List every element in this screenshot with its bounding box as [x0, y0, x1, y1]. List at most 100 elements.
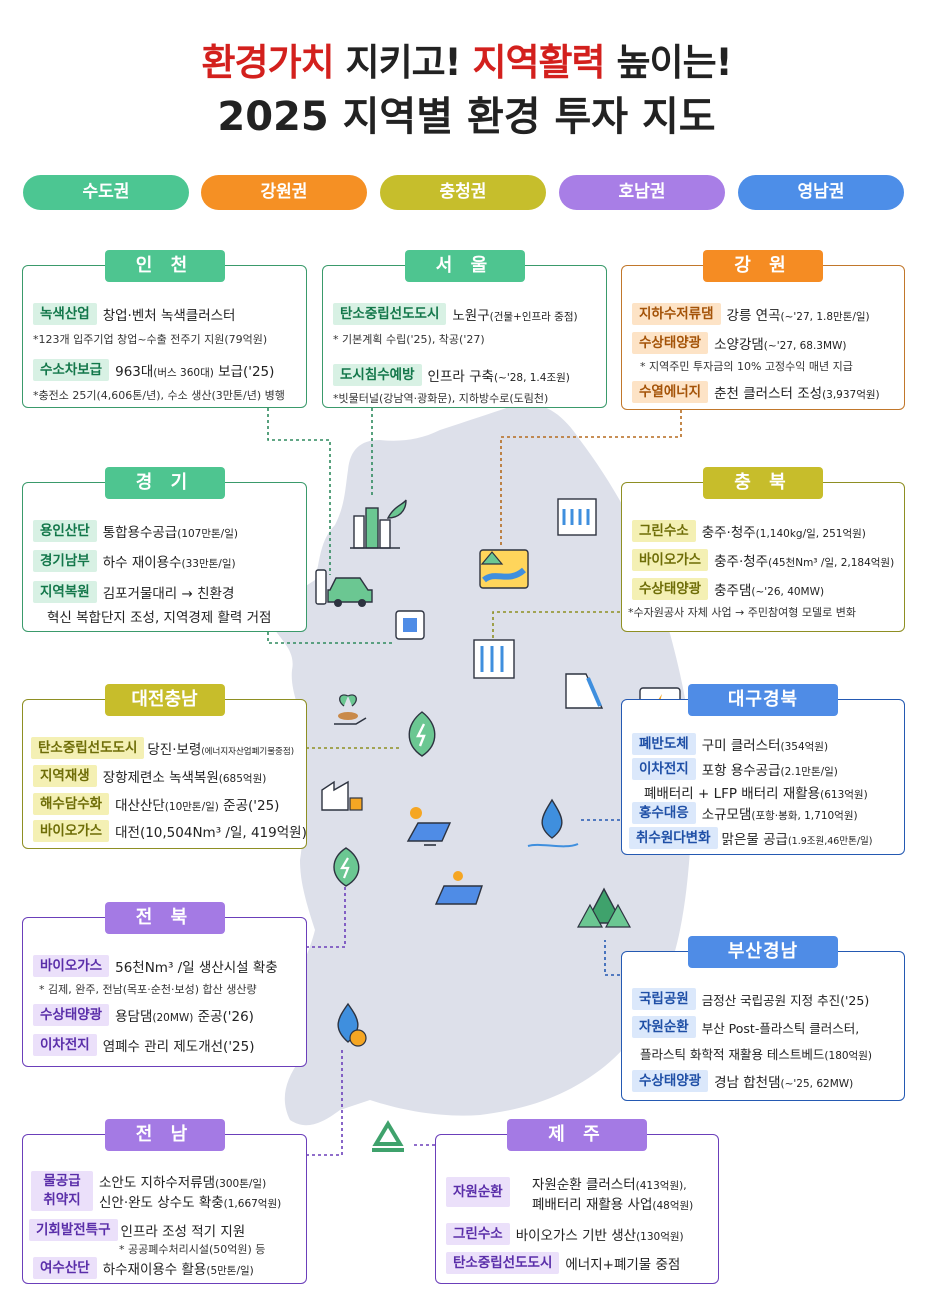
row-jeju-3: 탄소중립선도도시 에너지+폐기물 중점 — [446, 1252, 712, 1274]
card-title-gyeonggi: 경 기 — [104, 467, 225, 499]
text-daejeon-1-small: (에너지자산업폐기물중점) — [201, 747, 295, 757]
tag-green-hydrogen: 그린수소 — [632, 520, 696, 542]
factory-icon — [321, 780, 363, 811]
tag-yongin: 용인산단 — [33, 520, 97, 542]
tag-secondary-battery: 이차전지 — [33, 1034, 97, 1056]
text-daegu-4: 맑은물 공급 — [721, 832, 788, 848]
pine-tree-icon — [576, 887, 632, 928]
text-daegu-1: 구미 클러스터 — [701, 738, 781, 754]
tag-green-hydrogen: 그린수소 — [446, 1223, 510, 1245]
legend-yeongnam: 영남권 — [738, 175, 904, 210]
card-title-jeonnam: 전 남 — [104, 1119, 225, 1151]
text-gyeonggi-3: 김포거물대리 → 친환경 — [102, 586, 235, 602]
text-gyeonggi-3-cont: 혁신 복합단지 조성, 지역경제 활력 거점 — [47, 610, 272, 626]
row-daegu-2: 이차전지 포항 용수공급(2.1만톤/일) — [632, 758, 898, 780]
legend-honam: 호남권 — [559, 175, 725, 210]
note-incheon-2: *충전소 25기(4,606톤/년), 수소 생산(3만톤/년) 병행 — [33, 389, 285, 402]
text-jeonnam-1b-main: 신안·완도 상수도 확충 — [99, 1195, 224, 1211]
text-daejeon-2-small: (685억원) — [218, 773, 267, 785]
legend-gangwon: 강원권 — [201, 175, 367, 210]
text-jeju-3: 에너지+폐기물 중점 — [565, 1257, 681, 1273]
tag-hydrothermal: 수열에너지 — [632, 381, 709, 403]
connector-jeonnam — [306, 1048, 343, 1156]
text-seoul-1-small: (건물+인프라 중점) — [489, 311, 578, 323]
text-daejeon-3-small: (10만톤/일) — [164, 801, 219, 813]
text-gangwon-3-small: (3,937억원) — [822, 389, 880, 401]
text-chungbuk-3-small: (~'26, 40MW) — [751, 586, 825, 598]
text-daegu-2: 포항 용수공급 — [701, 763, 781, 779]
city-building-icon — [350, 499, 407, 549]
tag-underground-dam: 지하수저류댐 — [632, 303, 721, 325]
text-daegu-3: 소규모댐 — [701, 807, 752, 823]
solar-field-icon — [434, 871, 483, 905]
text-daejeon-2: 장항제련소 녹색복원 — [102, 770, 219, 786]
tag-carbon-neutral-city: 탄소중립선도도시 — [333, 303, 447, 325]
card-daegu: 대구경북 폐반도체 구미 클러스터(354억원) 이차전지 포항 용수공급(2.1만… — [621, 684, 905, 855]
card-title-gangwon: 강 원 — [703, 250, 823, 282]
tag-carbon-neutral-city: 탄소중립선도도시 — [446, 1252, 560, 1274]
tag-jeonnam-1a: 물공급 — [43, 1173, 81, 1189]
note-seoul-2: *빗물터널(강남역·광화문), 지하방수로(도림천) — [333, 392, 549, 405]
text-jeju-2: 바이오가스 기반 생산 — [515, 1228, 637, 1244]
tag-hydrogen-car: 수소차보급 — [33, 359, 110, 381]
note-incheon-1: *123개 입주기업 창업~수출 전주기 지원(79억원) — [33, 333, 268, 346]
title-highlight-2: 지역활력 — [472, 41, 605, 84]
text-jeju-1b: 폐배터리 재활용 사업(48억원) — [532, 1193, 693, 1213]
tag-gyeonggi-south: 경기남부 — [33, 550, 97, 572]
text-seoul-2: 인프라 구축 — [427, 369, 494, 385]
tag-green-industry: 녹색산업 — [33, 303, 97, 325]
tag-biogas: 바이오가스 — [632, 549, 709, 571]
text-busan-2-cont-small: (180억원) — [824, 1050, 872, 1062]
text-chungbuk-1: 충주·청주 — [701, 525, 756, 541]
row-gangwon-3: 수열에너지 춘천 클러스터 조성(3,937억원) — [632, 381, 898, 403]
tag-secondary-battery: 이차전지 — [632, 758, 696, 780]
page-title: 환경가치 지키고! 지역활력 높이는! 2025 지역별 환경 투자 지도 — [0, 38, 933, 146]
leaf-bolt-icon — [333, 847, 360, 887]
tag-waste-semiconductor: 폐반도체 — [632, 733, 696, 755]
text-daegu-2-cont: 폐배터리 + LFP 배터리 재활용(613억원) — [644, 782, 868, 802]
dam-icon — [557, 498, 597, 536]
solar-panel-icon — [406, 807, 452, 846]
card-title-jeonbuk: 전 북 — [104, 902, 225, 934]
water-drop-icon — [527, 798, 579, 848]
text-jeju-1-main: 자원순환 클러스터 — [532, 1177, 636, 1193]
text-incheon-2a: 963대 — [115, 364, 154, 380]
text-jeju-1b-small: (48억원) — [652, 1200, 694, 1212]
text-gangwon-3: 춘천 클러스터 조성 — [714, 386, 823, 402]
text-daejeon-3-tail: 준공('25) — [218, 798, 280, 814]
text-daegu-2-small: (2.1만톤/일) — [780, 766, 838, 778]
text-daejeon-3: 대산산단 — [115, 798, 165, 814]
tag-opportunity-zone: 기회발전특구 — [29, 1219, 118, 1241]
tag-desalination: 해수담수화 — [33, 793, 110, 815]
row-gyeonggi-3: 지역복원 김포거물대리 → 친환경 — [33, 581, 300, 603]
card-title-daegu: 대구경북 — [688, 684, 838, 716]
text-daegu-4-small: (1.9조원,46만톤/일) — [787, 836, 873, 847]
text-incheon-2b: (버스 360대) — [153, 367, 214, 379]
tag-regional-restoration: 지역복원 — [33, 581, 97, 603]
text-incheon-2c: 보급('25) — [213, 364, 275, 380]
text-jeju-1-small: (413억원), — [635, 1180, 687, 1192]
tag-floating-solar: 수상태양광 — [632, 1070, 709, 1092]
text-chungbuk-2-small: (45천Nm³ /일, 2,184억원) — [768, 557, 895, 569]
text-daegu-1-small: (354억원) — [780, 741, 829, 753]
title-text-1: 지키고! — [333, 41, 473, 84]
tag-jeonnam-1b: 취약지 — [43, 1192, 81, 1208]
connector-busan — [604, 940, 620, 976]
river-landscape-icon — [479, 549, 529, 589]
card-title-jeju: 제 주 — [507, 1119, 647, 1151]
legend-chungcheong: 충청권 — [380, 175, 546, 210]
tag-floating-solar: 수상태양광 — [632, 578, 709, 600]
tag-yeosu-complex: 여수산단 — [33, 1257, 97, 1279]
